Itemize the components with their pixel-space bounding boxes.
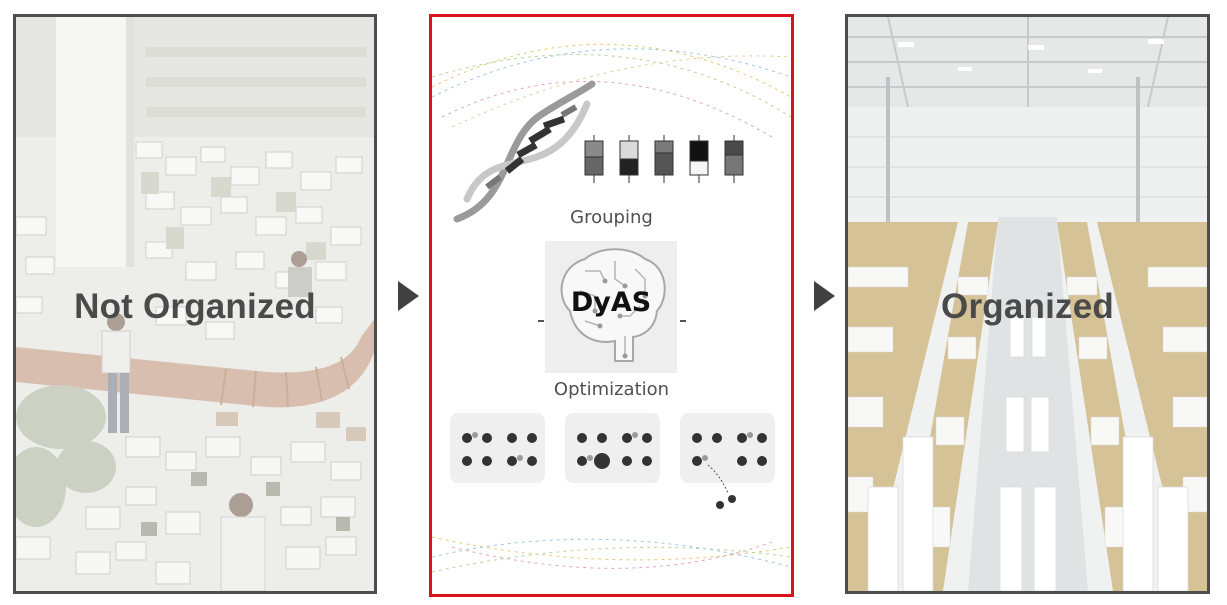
not-organized-label: Not Organized [74, 287, 316, 326]
connector-tick [538, 320, 544, 322]
connector-tick [680, 320, 686, 322]
dna-helix-icon [453, 80, 596, 223]
arrow-right-icon [398, 281, 419, 311]
not-organized-panel: Not Organized [13, 14, 377, 594]
grouping-label: Grouping [570, 207, 653, 228]
brain-circuit-graphic [545, 241, 677, 373]
organized-warehouse-photo [848, 17, 1207, 591]
decorative-curves [432, 43, 791, 573]
chromosome-blocks-icon [584, 135, 744, 183]
circuit-brain-icon: DyAS [545, 241, 677, 373]
dyas-panel: Grouping [429, 14, 794, 597]
organized-label: Organized [941, 287, 1114, 326]
optimization-label: Optimization [553, 379, 670, 400]
dyas-label: DyAS [570, 287, 652, 318]
cluttered-warehouse-photo [16, 17, 374, 591]
organized-panel: Organized [845, 14, 1210, 594]
optimization-nodes-graphic [450, 413, 775, 509]
arrow-right-icon [814, 281, 835, 311]
